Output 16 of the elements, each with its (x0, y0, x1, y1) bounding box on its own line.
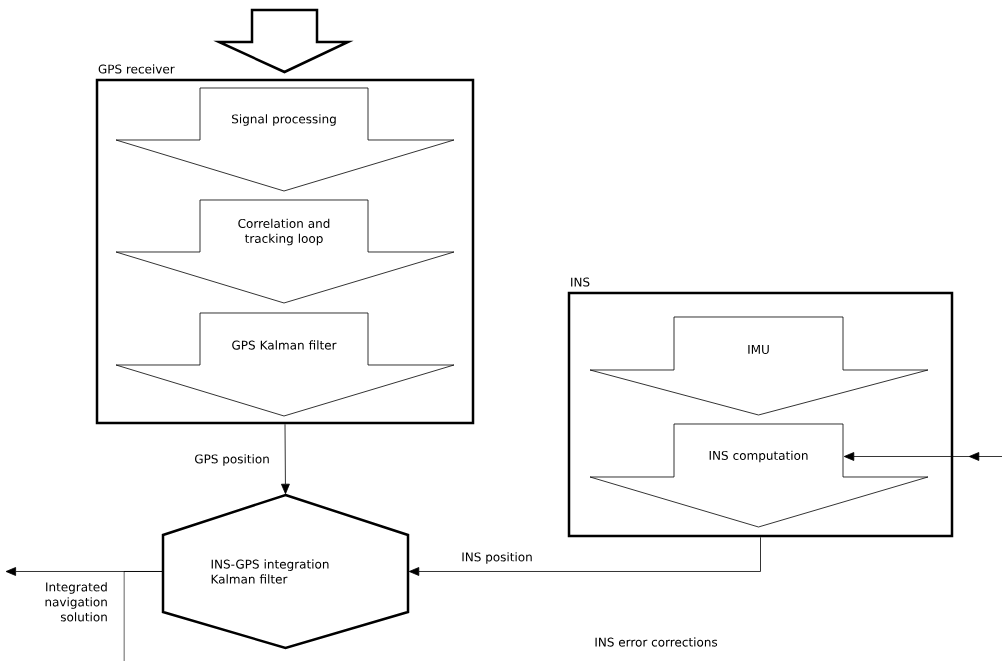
note-text: INS error corrections (595, 637, 718, 647)
process-box: IMU (589, 316, 929, 416)
node-label: GPS receiver (98, 64, 175, 74)
edge-label: Integrated navigation solution (45, 582, 107, 622)
input-block (213, 8, 354, 74)
arrow (843, 452, 1002, 461)
hexagon-box: INS-GPS integration Kalman filter (161, 493, 410, 650)
edge-label: INS position (462, 552, 532, 564)
process-box: GPS Kalman filter (115, 312, 455, 417)
process-box: Correlation and tracking loop (115, 199, 455, 304)
process-box: Signal processing (115, 87, 455, 192)
process-box: INS computation (589, 423, 929, 528)
node-label: INS (571, 277, 590, 287)
edge-label: GPS position (195, 454, 269, 466)
arrow (408, 536, 761, 576)
arrow (281, 423, 290, 495)
